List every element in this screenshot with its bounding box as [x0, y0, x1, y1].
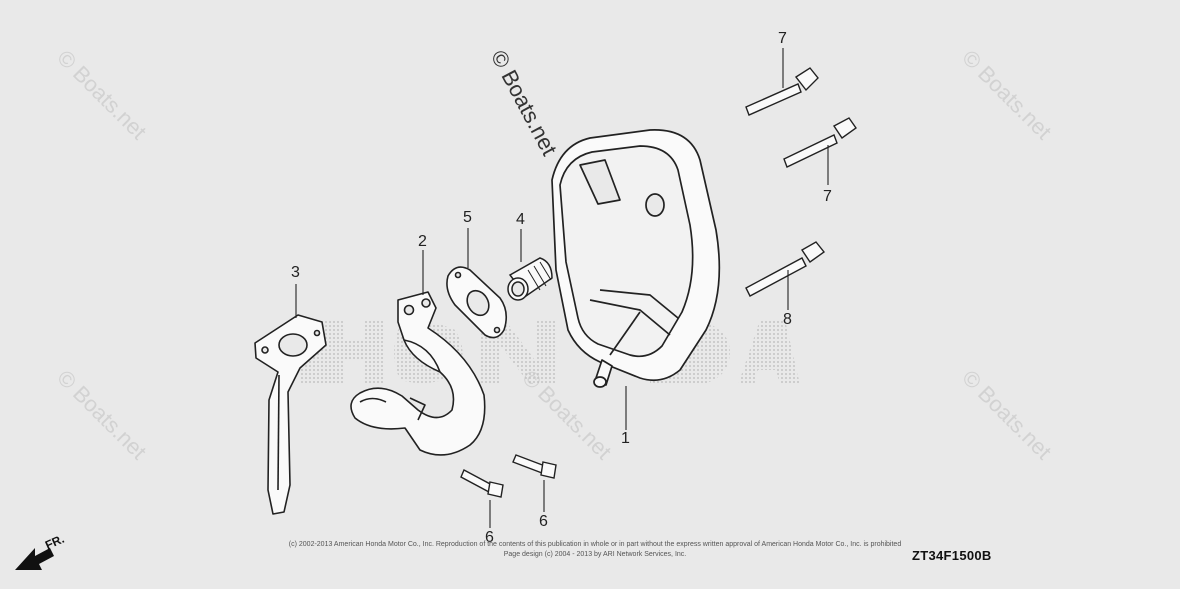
- callout-7-top[interactable]: 7: [778, 30, 787, 47]
- callout-1[interactable]: 1: [621, 430, 630, 447]
- part-8-bolt[interactable]: [745, 241, 826, 297]
- callout-4[interactable]: 4: [516, 211, 525, 228]
- callout-3[interactable]: 3: [291, 264, 300, 281]
- copyright-notice: (c) 2002-2013 American Honda Motor Co., …: [180, 540, 1010, 560]
- part-1-muffler[interactable]: [551, 129, 721, 388]
- callout-2[interactable]: 2: [418, 233, 427, 250]
- callout-5[interactable]: 5: [463, 209, 472, 226]
- callout-6-left[interactable]: 6: [485, 529, 494, 546]
- part-7-bolt-top[interactable]: [745, 67, 819, 116]
- part-5-gasket[interactable]: [446, 266, 508, 339]
- diagram-code: ZT34F1500B: [912, 548, 992, 563]
- copyright-line-1: (c) 2002-2013 American Honda Motor Co., …: [288, 541, 902, 548]
- part-2-exhaust-pipe[interactable]: [350, 291, 486, 456]
- callout-6-right[interactable]: 6: [539, 513, 548, 530]
- part-7-bolt-middle[interactable]: [783, 117, 857, 168]
- copyright-line-2: Page design (c) 2004 - 2013 by ARI Netwo…: [503, 551, 687, 558]
- callout-8[interactable]: 8: [783, 311, 792, 328]
- callout-leader-lines: [295, 48, 829, 528]
- part-4-spark-arrester[interactable]: [507, 257, 553, 301]
- part-3-heat-shield[interactable]: [254, 314, 327, 515]
- front-direction-arrow-icon: [15, 548, 54, 570]
- callout-7-middle[interactable]: 7: [823, 188, 832, 205]
- part-6-bolt-right[interactable]: [512, 454, 557, 479]
- part-6-bolt-left[interactable]: [460, 469, 504, 498]
- honda-logo-watermark: [300, 320, 800, 385]
